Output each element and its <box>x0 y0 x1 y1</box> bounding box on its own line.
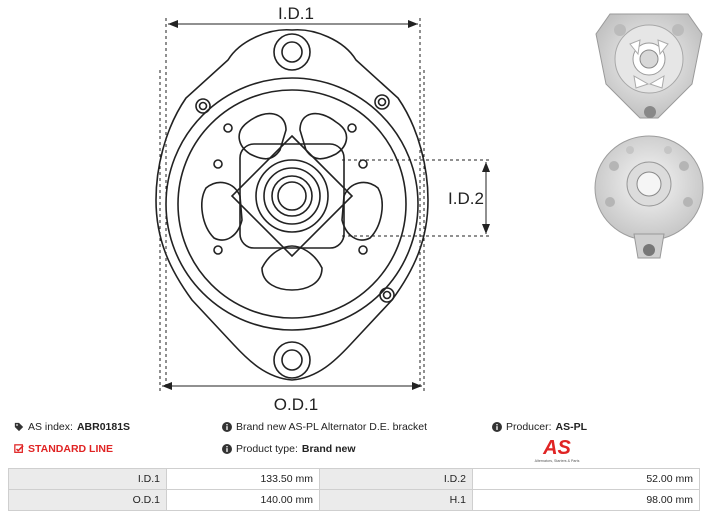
logo-mark-text: AS <box>542 437 571 459</box>
info-icon <box>222 422 232 432</box>
description-text: Brand new AS-PL Alternator D.E. bracket <box>236 421 428 433</box>
spec-label: H.1 <box>319 489 473 511</box>
spec-value: 52.00 mm <box>472 468 700 490</box>
as-index-value: ABR0181S <box>76 421 131 433</box>
table-row: O.D.1 140.00 mm H.1 98.00 mm <box>8 489 700 511</box>
spec-value: 98.00 mm <box>472 489 700 511</box>
spec-table: I.D.1 133.50 mm I.D.2 52.00 mm O.D.1 140… <box>8 468 700 511</box>
label-id1: I.D.1 <box>278 4 314 23</box>
product-type-label: Product type: <box>236 443 298 455</box>
bearing-seat <box>255 159 329 233</box>
inner-ring <box>177 89 407 319</box>
producer: Producer: AS-PL <box>492 421 587 433</box>
top-mount-eye <box>273 33 311 71</box>
info-icon <box>222 444 232 454</box>
bottom-mount-eye <box>273 341 311 379</box>
technical-drawing: I.D.1 O.D.1 I.D.2 <box>155 4 492 414</box>
checkbox-icon <box>14 444 24 453</box>
tag-icon <box>14 422 24 432</box>
info-row-2: STANDARD LINE Product type: Brand new <box>0 440 714 460</box>
label-od1: O.D.1 <box>274 395 318 414</box>
label-id2: I.D.2 <box>448 189 484 208</box>
bracket-outline <box>155 29 429 381</box>
description: Brand new AS-PL Alternator D.E. bracket <box>222 421 427 433</box>
logo-tagline: Alternators, Starters & Parts <box>535 459 580 463</box>
producer-value: AS-PL <box>555 421 588 433</box>
vent-window <box>238 112 287 160</box>
spec-label: I.D.1 <box>8 468 167 490</box>
as-index-label: AS index: <box>28 421 73 433</box>
standard-line-label: STANDARD LINE <box>28 443 113 455</box>
logo-mark: AS Alternators, Starters & Parts <box>535 437 580 463</box>
spec-value: 140.00 mm <box>166 489 320 511</box>
info-icon <box>492 422 502 432</box>
product-photo-angle <box>594 135 704 259</box>
screw-hole <box>195 98 211 114</box>
product-type-value: Brand new <box>301 443 356 455</box>
product-photo-front <box>595 13 703 119</box>
producer-label: Producer: <box>506 421 552 433</box>
standard-line: STANDARD LINE <box>14 443 113 455</box>
as-pl-logo: AS Alternators, Starters & Parts <box>531 436 583 464</box>
as-index: AS index: ABR0181S <box>14 421 130 433</box>
info-row-1: AS index: ABR0181S Brand new AS-PL Alter… <box>0 418 714 438</box>
table-row: I.D.1 133.50 mm I.D.2 52.00 mm <box>8 468 700 490</box>
spec-label: I.D.2 <box>319 468 473 490</box>
spec-label: O.D.1 <box>8 489 167 511</box>
product-type: Product type: Brand new <box>222 443 356 455</box>
central-hub <box>230 134 354 258</box>
spec-value: 133.50 mm <box>166 468 320 490</box>
